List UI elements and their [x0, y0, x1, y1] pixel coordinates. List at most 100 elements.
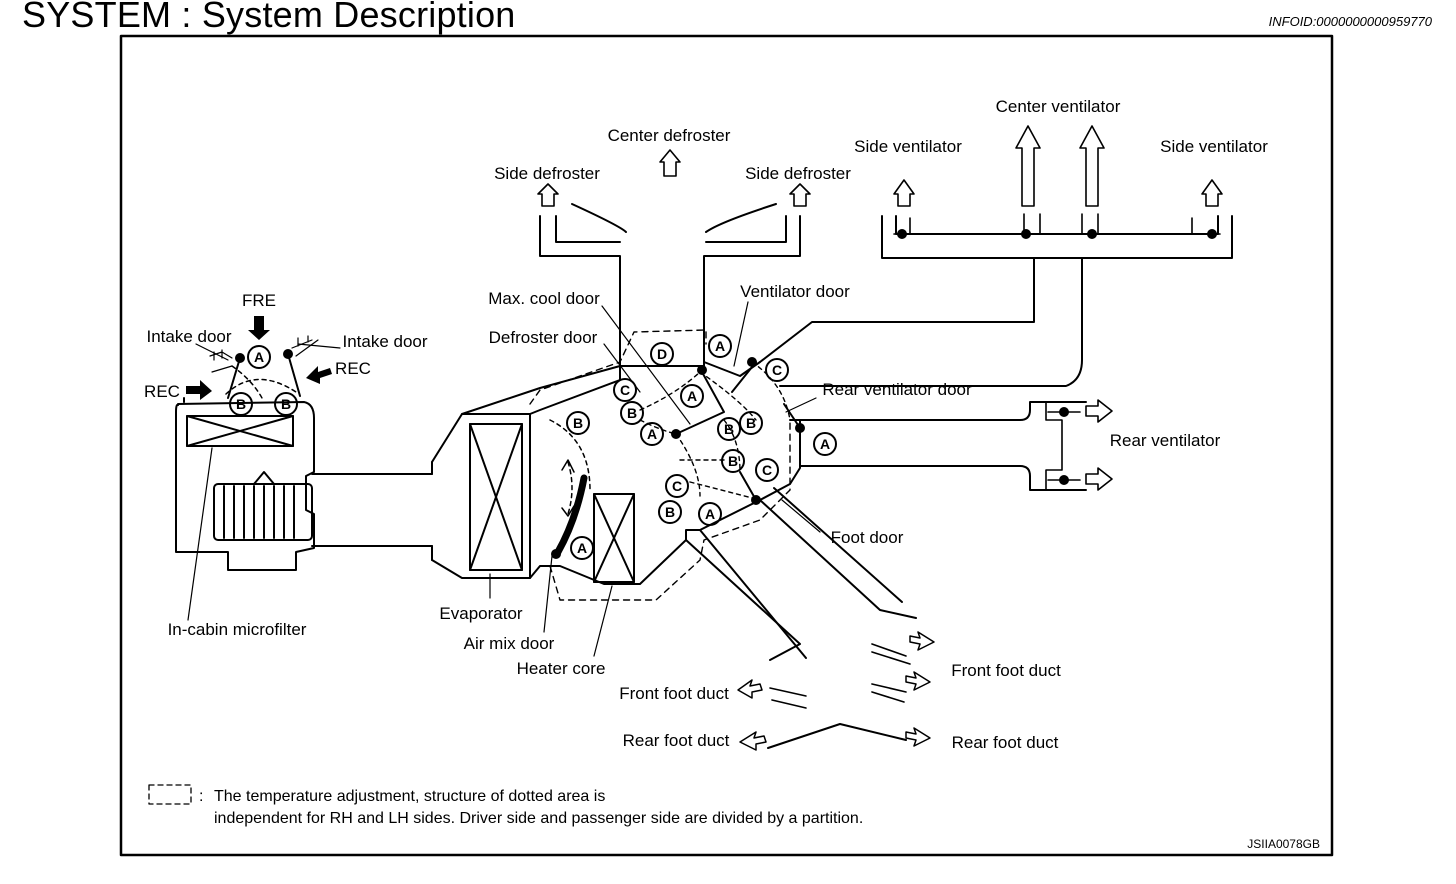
leader-lines [187, 301, 821, 657]
defroster-ducts [537, 149, 811, 367]
side-ventilator-right-arrow-icon [1201, 179, 1223, 207]
rear-ventilator-lower-arrow-icon [1085, 467, 1113, 491]
foot-ducts [685, 487, 935, 751]
front-foot-duct-right-label: Front foot duct [951, 661, 1061, 680]
diagram-labels: Center defroster Side defroster Side def… [144, 97, 1268, 752]
rec-left-label: REC [144, 382, 180, 401]
svg-text:C: C [672, 478, 682, 494]
door-position-marker: B [739, 411, 763, 435]
door-position-marker: A [813, 432, 837, 456]
legend-line-2: independent for RH and LH sides. Driver … [214, 810, 863, 827]
side-defroster-left-arrow-icon [537, 183, 559, 207]
foot-door-label: Foot door [831, 528, 904, 547]
door-position-marker: B [658, 500, 682, 524]
svg-text:B: B [746, 415, 756, 431]
door-position-markers: A B B B A D A C B A A C B B B C A C B A [229, 334, 837, 560]
rear-foot-duct-left-label: Rear foot duct [623, 731, 730, 750]
door-position-marker: C [665, 474, 689, 498]
door-position-marker: B [274, 392, 298, 416]
legend-separator: : [199, 788, 203, 805]
info-id: INFOID:0000000000959770 [1268, 14, 1432, 29]
svg-text:B: B [281, 396, 291, 412]
legend: : The temperature adjustment, structure … [148, 784, 863, 827]
svg-text:B: B [627, 405, 637, 421]
intake-door-right-label: Intake door [342, 332, 427, 351]
front-foot-duct-right-lower-arrow-icon [905, 671, 931, 691]
rear-ventilator-door-label: Rear ventilator door [822, 380, 972, 399]
svg-text:B: B [724, 421, 734, 437]
rec-right-arrow-icon [306, 366, 332, 384]
side-defroster-right-label: Side defroster [745, 164, 851, 183]
rear-foot-duct-right-label: Rear foot duct [952, 733, 1059, 752]
svg-text:A: A [687, 388, 697, 404]
figure-id: JSIIA0078GB [1247, 837, 1320, 851]
legend-line-1: The temperature adjustment, structure of… [214, 788, 605, 805]
max-cool-door-label: Max. cool door [488, 289, 600, 308]
center-ventilator-left-arrow-icon [1015, 125, 1041, 207]
rec-right-label: REC [335, 359, 371, 378]
air-mix-door-label: Air mix door [464, 634, 555, 653]
svg-text:A: A [254, 349, 264, 365]
door-position-marker: B [566, 411, 590, 435]
airflow-inlet-arrows [186, 316, 332, 400]
door-position-marker: A [570, 536, 594, 560]
svg-text:B: B [236, 396, 246, 412]
heater-core-label: Heater core [517, 659, 606, 678]
evaporator-label: Evaporator [439, 604, 522, 623]
door-position-marker: A [680, 384, 704, 408]
door-position-marker: C [755, 458, 779, 482]
in-cabin-microfilter-label: In-cabin microfilter [168, 620, 307, 639]
front-foot-duct-right-upper-arrow-icon [909, 631, 935, 651]
fre-label: FRE [242, 291, 276, 310]
rear-ventilator-label: Rear ventilator [1110, 431, 1221, 450]
svg-text:A: A [820, 436, 830, 452]
door-position-marker: B [717, 417, 741, 441]
door-position-marker: A [247, 345, 271, 369]
ventilator-ducts [759, 125, 1233, 387]
rear-foot-duct-left-arrow-icon [739, 731, 767, 751]
svg-text:B: B [573, 415, 583, 431]
fre-arrow-icon [248, 316, 270, 340]
svg-text:A: A [715, 338, 725, 354]
svg-text:A: A [577, 540, 587, 556]
rear-ventilator-upper-arrow-icon [1085, 399, 1113, 423]
side-ventilator-left-arrow-icon [893, 179, 915, 207]
svg-text:B: B [728, 453, 738, 469]
dotted-area-legend-symbol [148, 784, 192, 805]
door-position-marker: C [613, 378, 637, 402]
door-position-marker: A [698, 502, 722, 526]
intake-blower-unit [175, 397, 433, 571]
door-position-marker: A [708, 334, 732, 358]
svg-text:C: C [620, 382, 630, 398]
door-position-marker: D [650, 342, 674, 366]
side-defroster-left-label: Side defroster [494, 164, 600, 183]
door-position-marker: B [229, 392, 253, 416]
center-ventilator-label: Center ventilator [996, 97, 1121, 116]
svg-text:D: D [657, 346, 667, 362]
intake-door-left-label: Intake door [146, 327, 231, 346]
intake-doors [209, 335, 319, 399]
svg-text:A: A [647, 426, 657, 442]
svg-text:B: B [665, 504, 675, 520]
side-ventilator-right-label: Side ventilator [1160, 137, 1268, 156]
svg-text:C: C [762, 462, 772, 478]
rec-left-arrow-icon [186, 380, 212, 400]
rear-foot-duct-right-arrow-icon [905, 727, 931, 747]
svg-text:C: C [772, 362, 782, 378]
defroster-door-label: Defroster door [489, 328, 598, 347]
side-defroster-right-arrow-icon [789, 183, 811, 207]
hvac-main-case [431, 329, 805, 601]
front-foot-duct-left-arrow-icon [737, 679, 763, 699]
center-defroster-label: Center defroster [608, 126, 731, 145]
door-position-marker: B [620, 401, 644, 425]
door-position-marker: C [765, 358, 789, 382]
diagram-frame [119, 34, 1334, 857]
center-ventilator-right-arrow-icon [1079, 125, 1105, 207]
center-defroster-arrow-icon [659, 149, 681, 177]
page-title: SYSTEM : System Description [22, 0, 516, 35]
side-ventilator-left-label: Side ventilator [854, 137, 962, 156]
door-position-marker: B [721, 449, 745, 473]
door-position-marker: A [640, 422, 664, 446]
ventilator-door-label: Ventilator door [740, 282, 850, 301]
